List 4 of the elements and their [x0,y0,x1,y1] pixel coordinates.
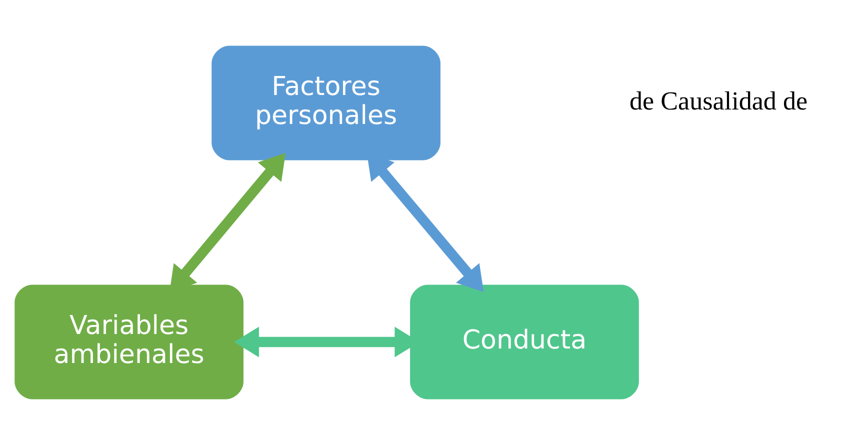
node-box: Variables ambienales [14,284,244,400]
node-box: Factores personales [212,46,440,160]
node-box: Conducta [410,284,639,400]
label: de Causalidad de [630,86,808,116]
